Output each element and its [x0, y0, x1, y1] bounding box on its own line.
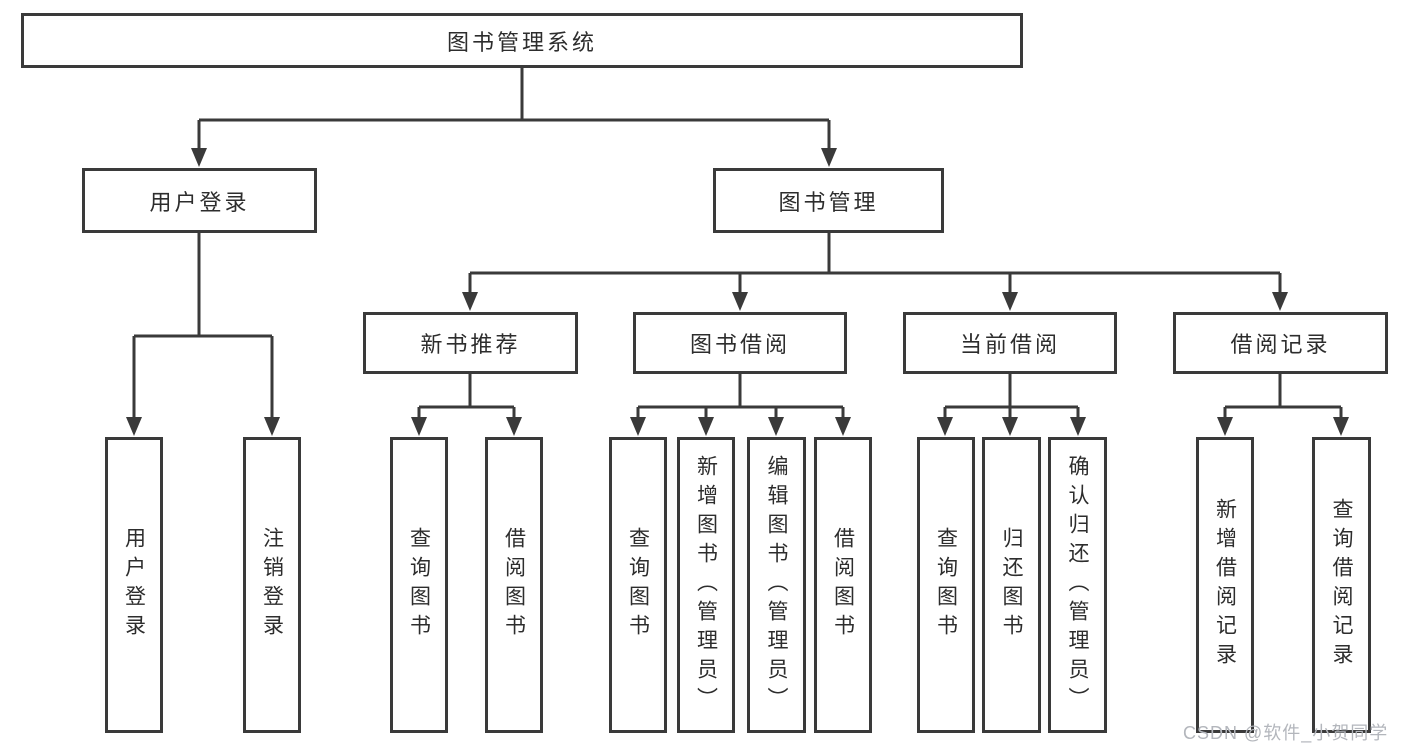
node-recommend-borrow-book: 借阅图书	[485, 437, 543, 733]
node-label: 用户登录	[122, 527, 147, 643]
node-library-management-system: 图书管理系统	[21, 13, 1023, 68]
csdn-watermark: CSDN @软件_小贺同学	[1183, 723, 1389, 743]
node-label: 新增图书（管理员）	[694, 454, 719, 716]
node-borrow-borrow-book: 借阅图书	[814, 437, 872, 733]
node-borrow-add-book-admin: 新增图书（管理员）	[677, 437, 735, 733]
connector-user-login-children	[126, 233, 280, 436]
node-current-confirm-return-admin: 确认归还（管理员）	[1048, 437, 1107, 733]
connector-new-book-recommendation-children	[411, 374, 522, 436]
node-label: 归还图书	[1000, 527, 1025, 643]
node-label: 查询借阅记录	[1330, 498, 1355, 672]
node-label: 图书管理	[778, 189, 879, 215]
node-label: 查询图书	[934, 527, 959, 643]
connector-book-borrowing-children	[630, 374, 851, 436]
node-user-login: 用户登录	[82, 168, 317, 233]
node-logout-action: 注销登录	[243, 437, 301, 733]
node-current-query-book: 查询图书	[917, 437, 975, 733]
node-book-borrowing: 图书借阅	[633, 312, 847, 374]
node-label: 当前借阅	[959, 332, 1060, 357]
node-borrowing-records: 借阅记录	[1173, 312, 1388, 374]
node-label: 新增借阅记录	[1213, 498, 1238, 672]
node-borrow-query-book: 查询图书	[609, 437, 667, 733]
node-label: 用户登录	[149, 189, 250, 215]
node-records-query-record: 查询借阅记录	[1312, 437, 1371, 733]
connector-book-management-children	[462, 233, 1288, 311]
node-label: 查询图书	[626, 527, 651, 643]
node-recommend-query-book: 查询图书	[390, 437, 448, 733]
node-label: 图书管理系统	[446, 29, 597, 55]
node-label: 借阅记录	[1230, 332, 1331, 357]
node-current-return-book: 归还图书	[982, 437, 1041, 733]
node-new-book-recommendation: 新书推荐	[363, 312, 578, 374]
connector-current-borrowing-children	[937, 374, 1086, 436]
connector-borrowing-records-children	[1217, 374, 1349, 436]
node-book-management: 图书管理	[713, 168, 944, 233]
node-user-login-action: 用户登录	[105, 437, 163, 733]
node-label: 借阅图书	[831, 527, 856, 643]
node-current-borrowing: 当前借阅	[903, 312, 1117, 374]
node-records-add-record: 新增借阅记录	[1196, 437, 1254, 733]
node-label: 新书推荐	[420, 332, 521, 357]
node-label: 确认归还（管理员）	[1066, 454, 1091, 716]
node-label: 编辑图书（管理员）	[765, 454, 790, 716]
node-borrow-edit-book-admin: 编辑图书（管理员）	[747, 437, 806, 733]
connector-root-to-level2	[191, 67, 837, 167]
node-label: 图书借阅	[689, 332, 790, 357]
node-label: 注销登录	[260, 527, 285, 643]
node-label: 查询图书	[407, 527, 432, 643]
node-label: 借阅图书	[502, 527, 527, 643]
